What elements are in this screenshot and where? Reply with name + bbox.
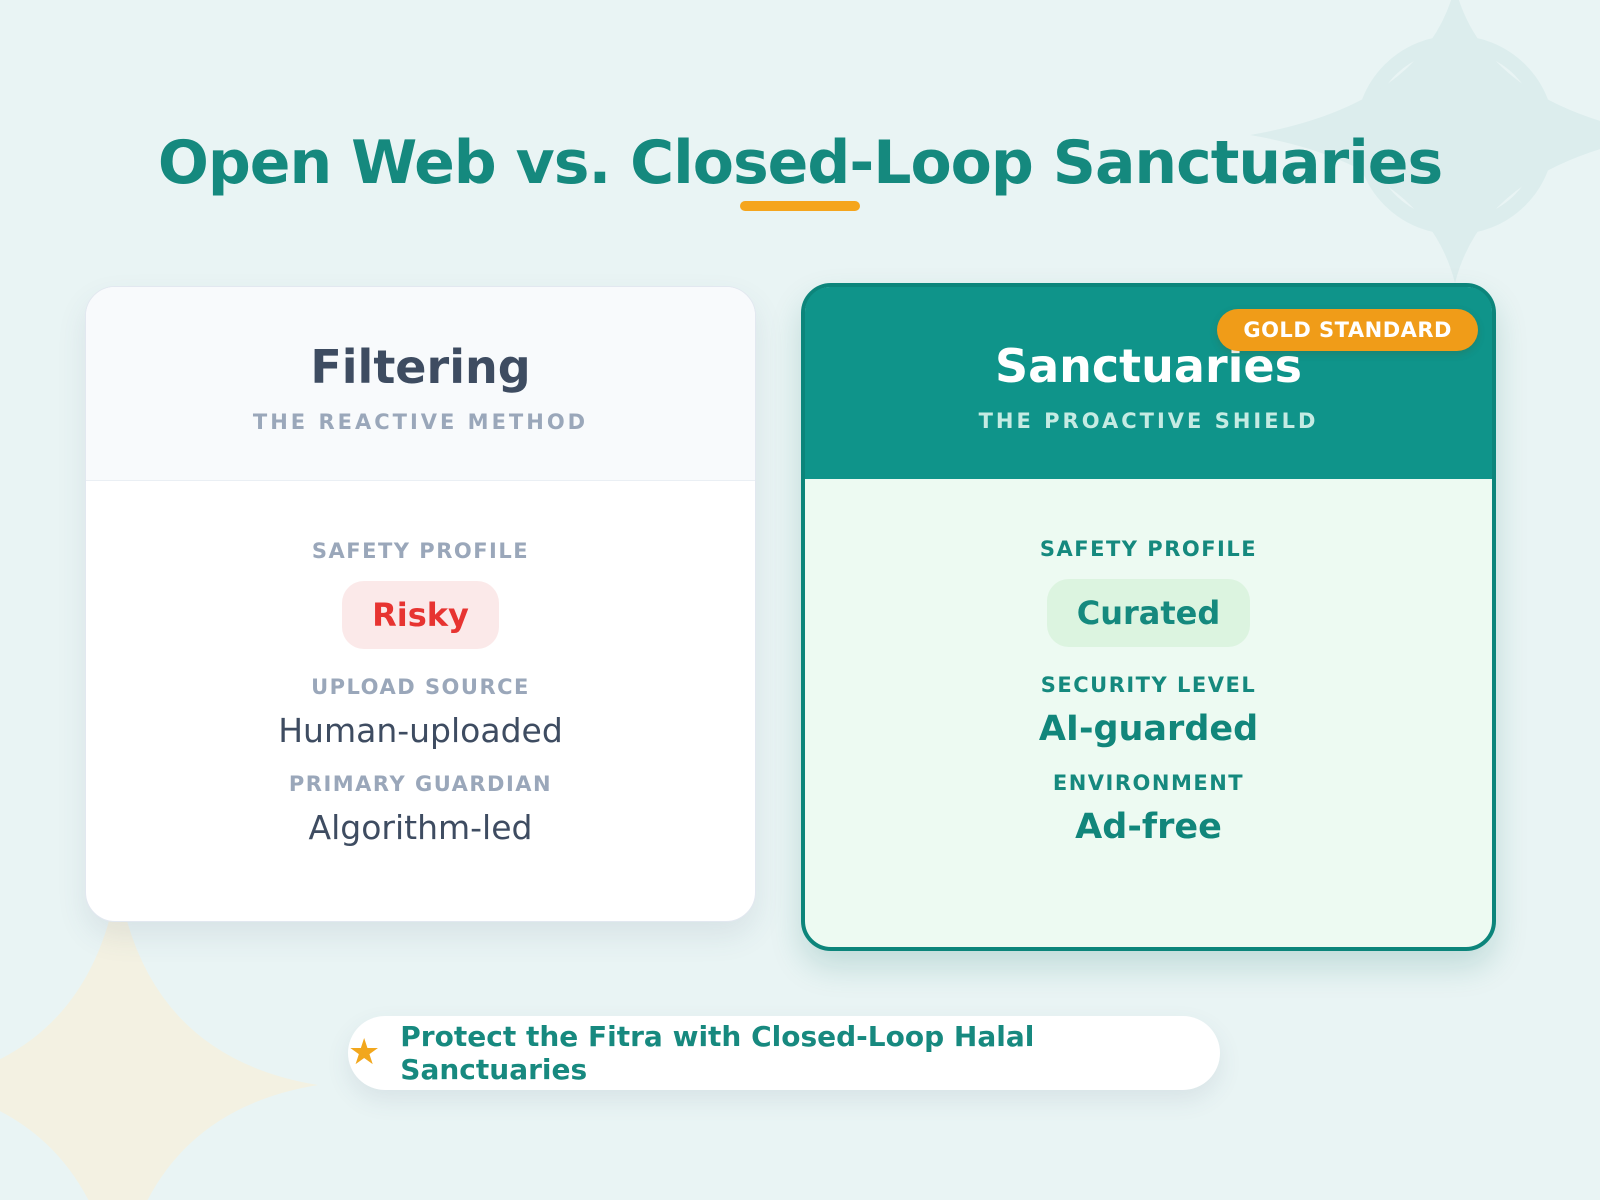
filtering-card-title: Filtering (310, 339, 531, 394)
sanctuaries-card-header: GOLD STANDARD Sanctuaries THE PROACTIVE … (805, 287, 1492, 479)
row-label: SAFETY PROFILE (1039, 537, 1258, 561)
filtering-row-safety: SAFETY PROFILE Risky (312, 539, 529, 675)
filtering-card-header: Filtering THE REACTIVE METHOD (86, 287, 755, 481)
curated-pill: Curated (1046, 579, 1251, 647)
sanctuaries-row-environment: ENVIRONMENT Ad-free (1053, 771, 1244, 869)
row-value: Human-uploaded (278, 711, 563, 750)
filtering-row-upload: UPLOAD SOURCE Human-uploaded (278, 675, 563, 772)
sparkle-decoration (0, 880, 318, 1200)
row-label: ENVIRONMENT (1052, 771, 1245, 795)
banner-text: Protect the Fitra with Closed-Loop Halal… (400, 1020, 1035, 1086)
title-divider (740, 201, 860, 211)
sanctuaries-card-subtitle: THE PROACTIVE SHIELD (978, 409, 1319, 433)
star-icon: ★ (348, 1032, 381, 1073)
filtering-row-guardian: PRIMARY GUARDIAN Algorithm-led (289, 772, 552, 869)
page-title: Open Web vs. Closed-Loop Sanctuaries (157, 128, 1443, 199)
row-label: SAFETY PROFILE (311, 539, 530, 563)
filtering-card-subtitle: THE REACTIVE METHOD (252, 409, 589, 434)
row-label: SECURITY LEVEL (1040, 673, 1257, 697)
gold-standard-badge: GOLD STANDARD (1217, 309, 1478, 351)
row-label: UPLOAD SOURCE (311, 675, 530, 699)
row-value: AI-guarded (1038, 709, 1259, 749)
sanctuaries-row-security: SECURITY LEVEL AI-guarded (1039, 673, 1258, 771)
risky-pill: Risky (342, 581, 499, 649)
sanctuaries-row-safety: SAFETY PROFILE Curated (1040, 537, 1257, 673)
filtering-card-body: SAFETY PROFILE Risky UPLOAD SOURCE Human… (86, 481, 755, 869)
row-value: Algorithm-led (308, 808, 533, 847)
sanctuaries-card-body: SAFETY PROFILE Curated SECURITY LEVEL AI… (805, 479, 1492, 869)
row-value: Ad-free (1075, 807, 1222, 847)
row-label: PRIMARY GUARDIAN (288, 772, 553, 796)
footer-banner: ★ Protect the Fitra with Closed-Loop Hal… (348, 1016, 1220, 1090)
filtering-card: Filtering THE REACTIVE METHOD SAFETY PRO… (85, 286, 756, 922)
sanctuaries-card: GOLD STANDARD Sanctuaries THE PROACTIVE … (801, 283, 1496, 951)
